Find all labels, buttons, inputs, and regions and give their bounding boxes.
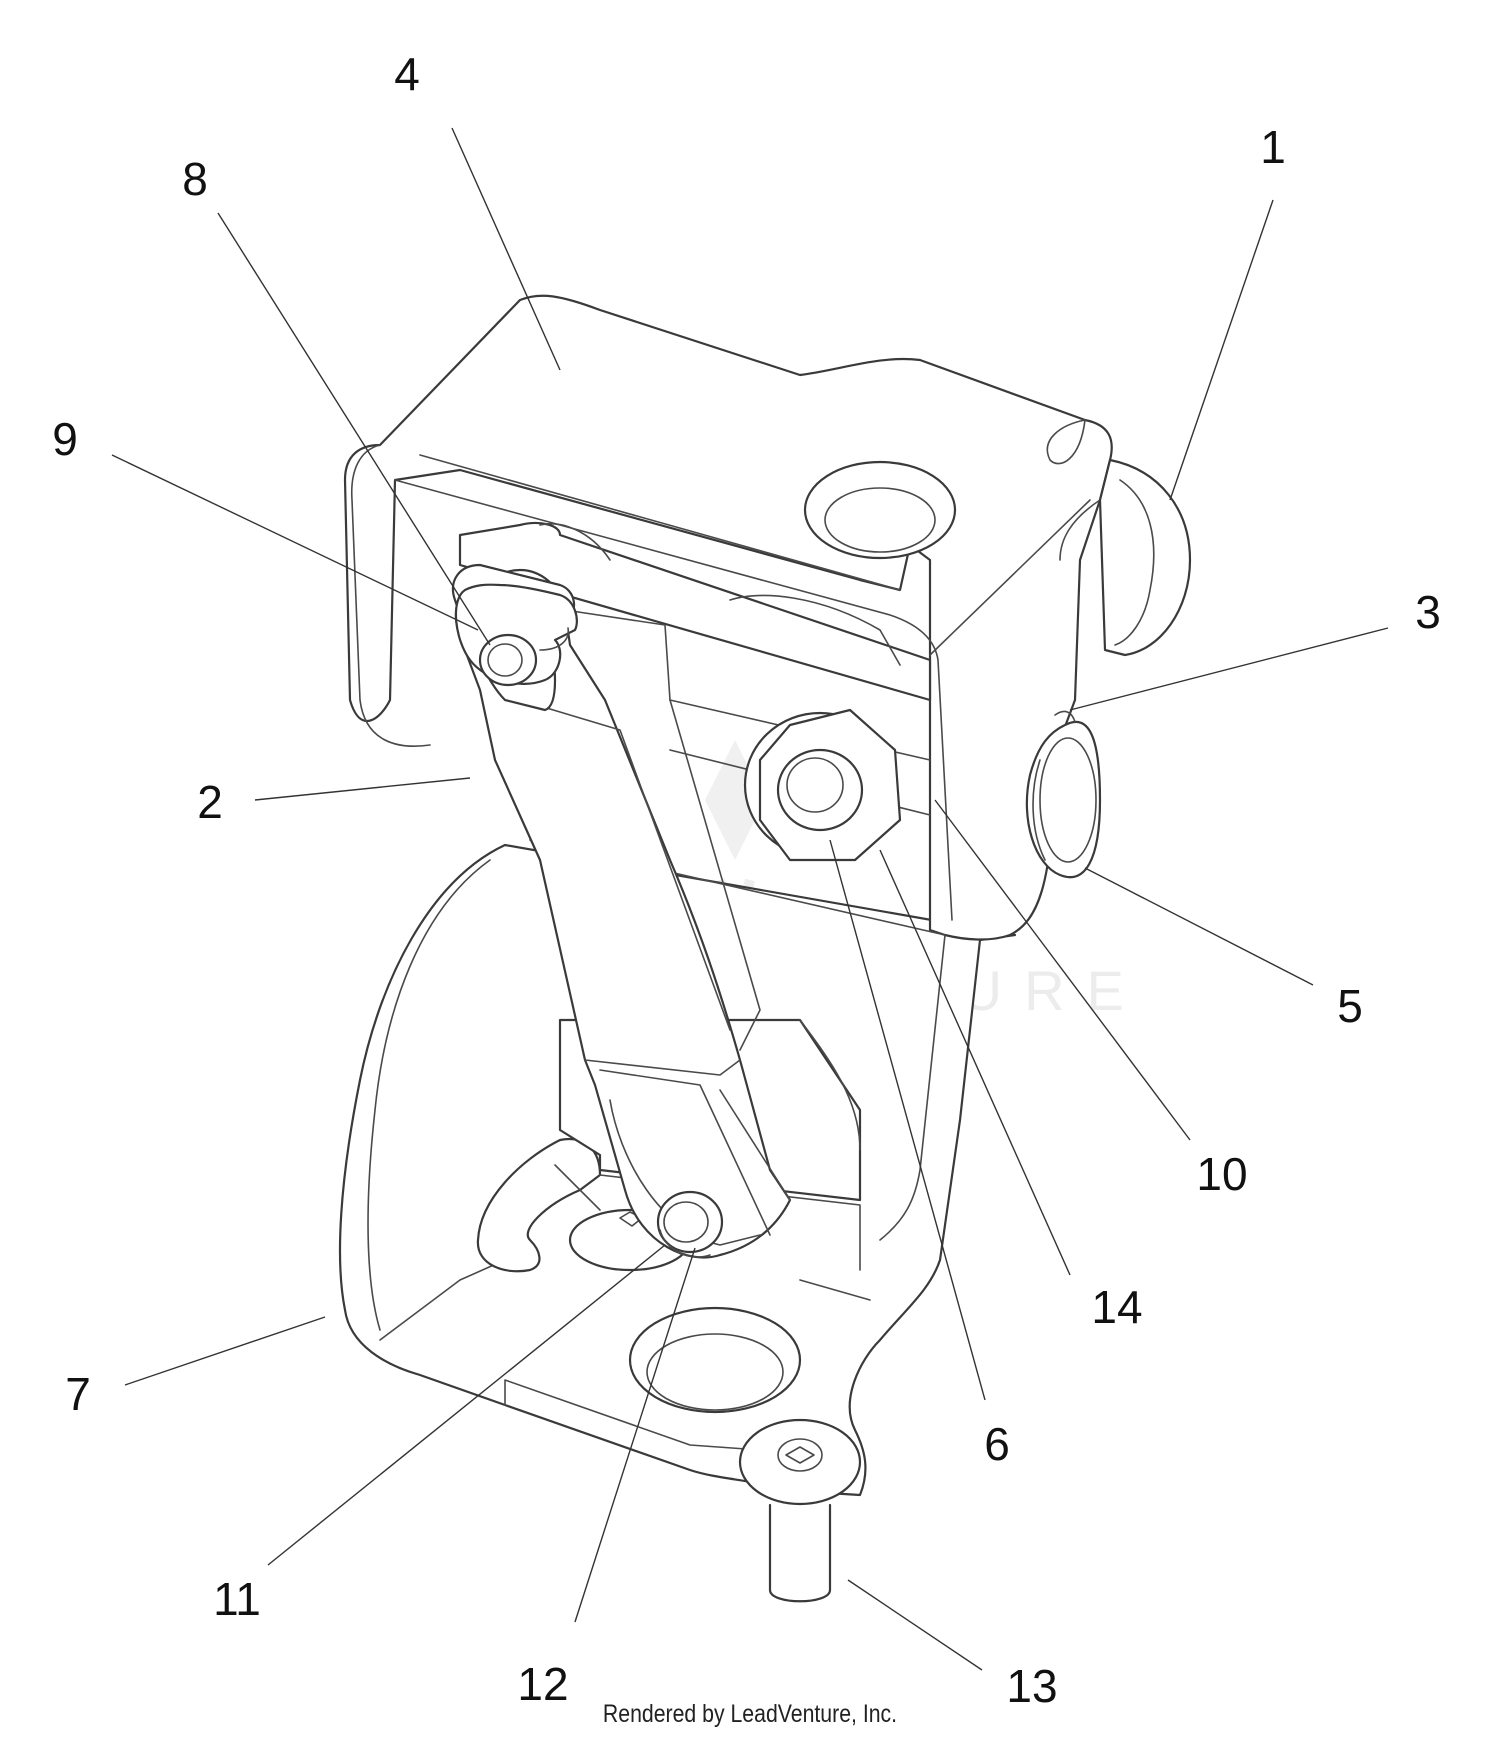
middle-bolt [743, 708, 902, 862]
leader-7 [124, 1316, 326, 1386]
leader-lines [111, 127, 1389, 1671]
callout-1: 1 [1260, 121, 1286, 173]
callout-6: 6 [984, 1418, 1010, 1470]
upper-fastener [454, 583, 578, 687]
callout-12: 12 [517, 1658, 568, 1710]
upper-housing [343, 294, 1113, 941]
callout-7: 7 [65, 1368, 91, 1420]
callout-3: 3 [1415, 586, 1441, 638]
leader-5 [1084, 867, 1314, 986]
leader-3 [1069, 627, 1389, 711]
bottom-hole [628, 1306, 802, 1414]
leader-12 [574, 1247, 696, 1623]
leader-10 [934, 799, 1191, 1141]
callout-labels: 1 2 3 4 5 6 7 8 9 10 11 12 13 14 [52, 48, 1441, 1712]
callout-2: 2 [197, 776, 223, 828]
leader-11 [267, 1244, 666, 1566]
pivot-pin [738, 1418, 862, 1603]
leader-1 [1169, 199, 1274, 501]
rear-cap [1098, 458, 1192, 657]
lower-fastener [656, 1190, 724, 1258]
callout-4: 4 [394, 48, 420, 100]
leader-2 [254, 777, 471, 801]
side-boss [1025, 710, 1102, 879]
callout-11: 11 [213, 1573, 261, 1625]
callout-8: 8 [182, 153, 208, 205]
callout-13: 13 [1006, 1660, 1057, 1712]
callout-9: 9 [52, 413, 78, 465]
leader-8 [217, 212, 491, 646]
footer-credit: Rendered by LeadVenture, Inc. [602, 1700, 898, 1728]
callout-10: 10 [1196, 1148, 1247, 1200]
leader-4 [451, 127, 561, 371]
callout-5: 5 [1337, 980, 1363, 1032]
callout-14: 14 [1091, 1281, 1142, 1333]
leader-6 [829, 839, 986, 1401]
leader-14 [879, 849, 1071, 1276]
leader-9 [111, 454, 479, 631]
leader-13 [847, 1579, 983, 1671]
